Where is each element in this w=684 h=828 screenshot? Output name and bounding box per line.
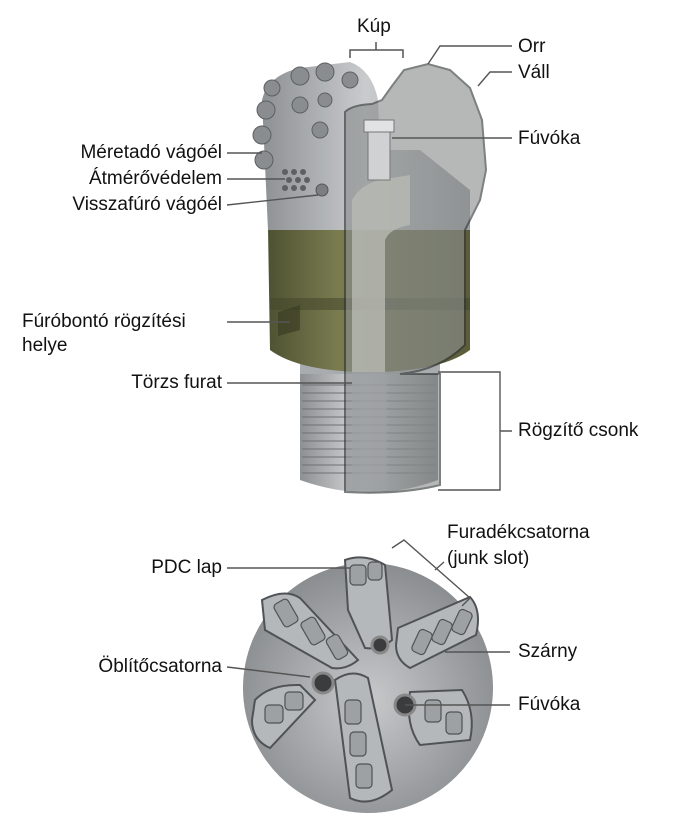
label-nozzle-bottom: Fúvóka: [518, 694, 581, 715]
label-junk-slot-1: Furadékcsatorna: [447, 522, 590, 543]
label-breaker-slot-2: helye: [22, 335, 68, 356]
label-nose: Orr: [518, 36, 546, 57]
label-blade: Szárny: [518, 641, 578, 662]
backreaming-cutter: [315, 183, 329, 197]
nose-leader: [427, 45, 512, 65]
label-cone: Kúp: [357, 16, 391, 37]
cutters: [252, 62, 359, 170]
gauge-protection-inserts: [282, 169, 310, 191]
bit-face-view: [226, 539, 510, 813]
pin-bracket: [438, 371, 512, 491]
label-nozzle-top: Fúvóka: [518, 128, 581, 149]
shoulder-leader: [477, 71, 512, 87]
flushing-leader: [226, 666, 311, 678]
label-pin: Rögzítő csonk: [518, 420, 639, 441]
label-breaker-slot-1: Fúróbontó rögzítési: [22, 311, 186, 332]
label-shoulder: Váll: [518, 62, 550, 83]
label-pdc: PDC lap: [151, 557, 222, 578]
internal-bore: [352, 119, 410, 490]
nozzle-insert: [367, 127, 391, 181]
nozzle-face-3: [370, 635, 390, 655]
label-flushing-channel: Öblítőcsatorna: [98, 656, 222, 677]
label-gauge-cutter: Méretadó vágóél: [80, 142, 222, 163]
backreaming-leader: [226, 194, 319, 206]
label-body-bore: Törzs furat: [131, 372, 222, 393]
label-backreaming-cutter: Visszafúró vágóél: [72, 194, 222, 215]
junk-slot-bracket: [391, 539, 472, 607]
bit-side-view: [226, 42, 512, 494]
face-nozzles: [311, 635, 417, 717]
label-gauge-protection: Átmérővédelem: [88, 168, 222, 189]
label-junk-slot-2: (junk slot): [447, 548, 530, 569]
nozzle-face-1: [311, 671, 335, 695]
cone-bracket: [349, 42, 404, 58]
